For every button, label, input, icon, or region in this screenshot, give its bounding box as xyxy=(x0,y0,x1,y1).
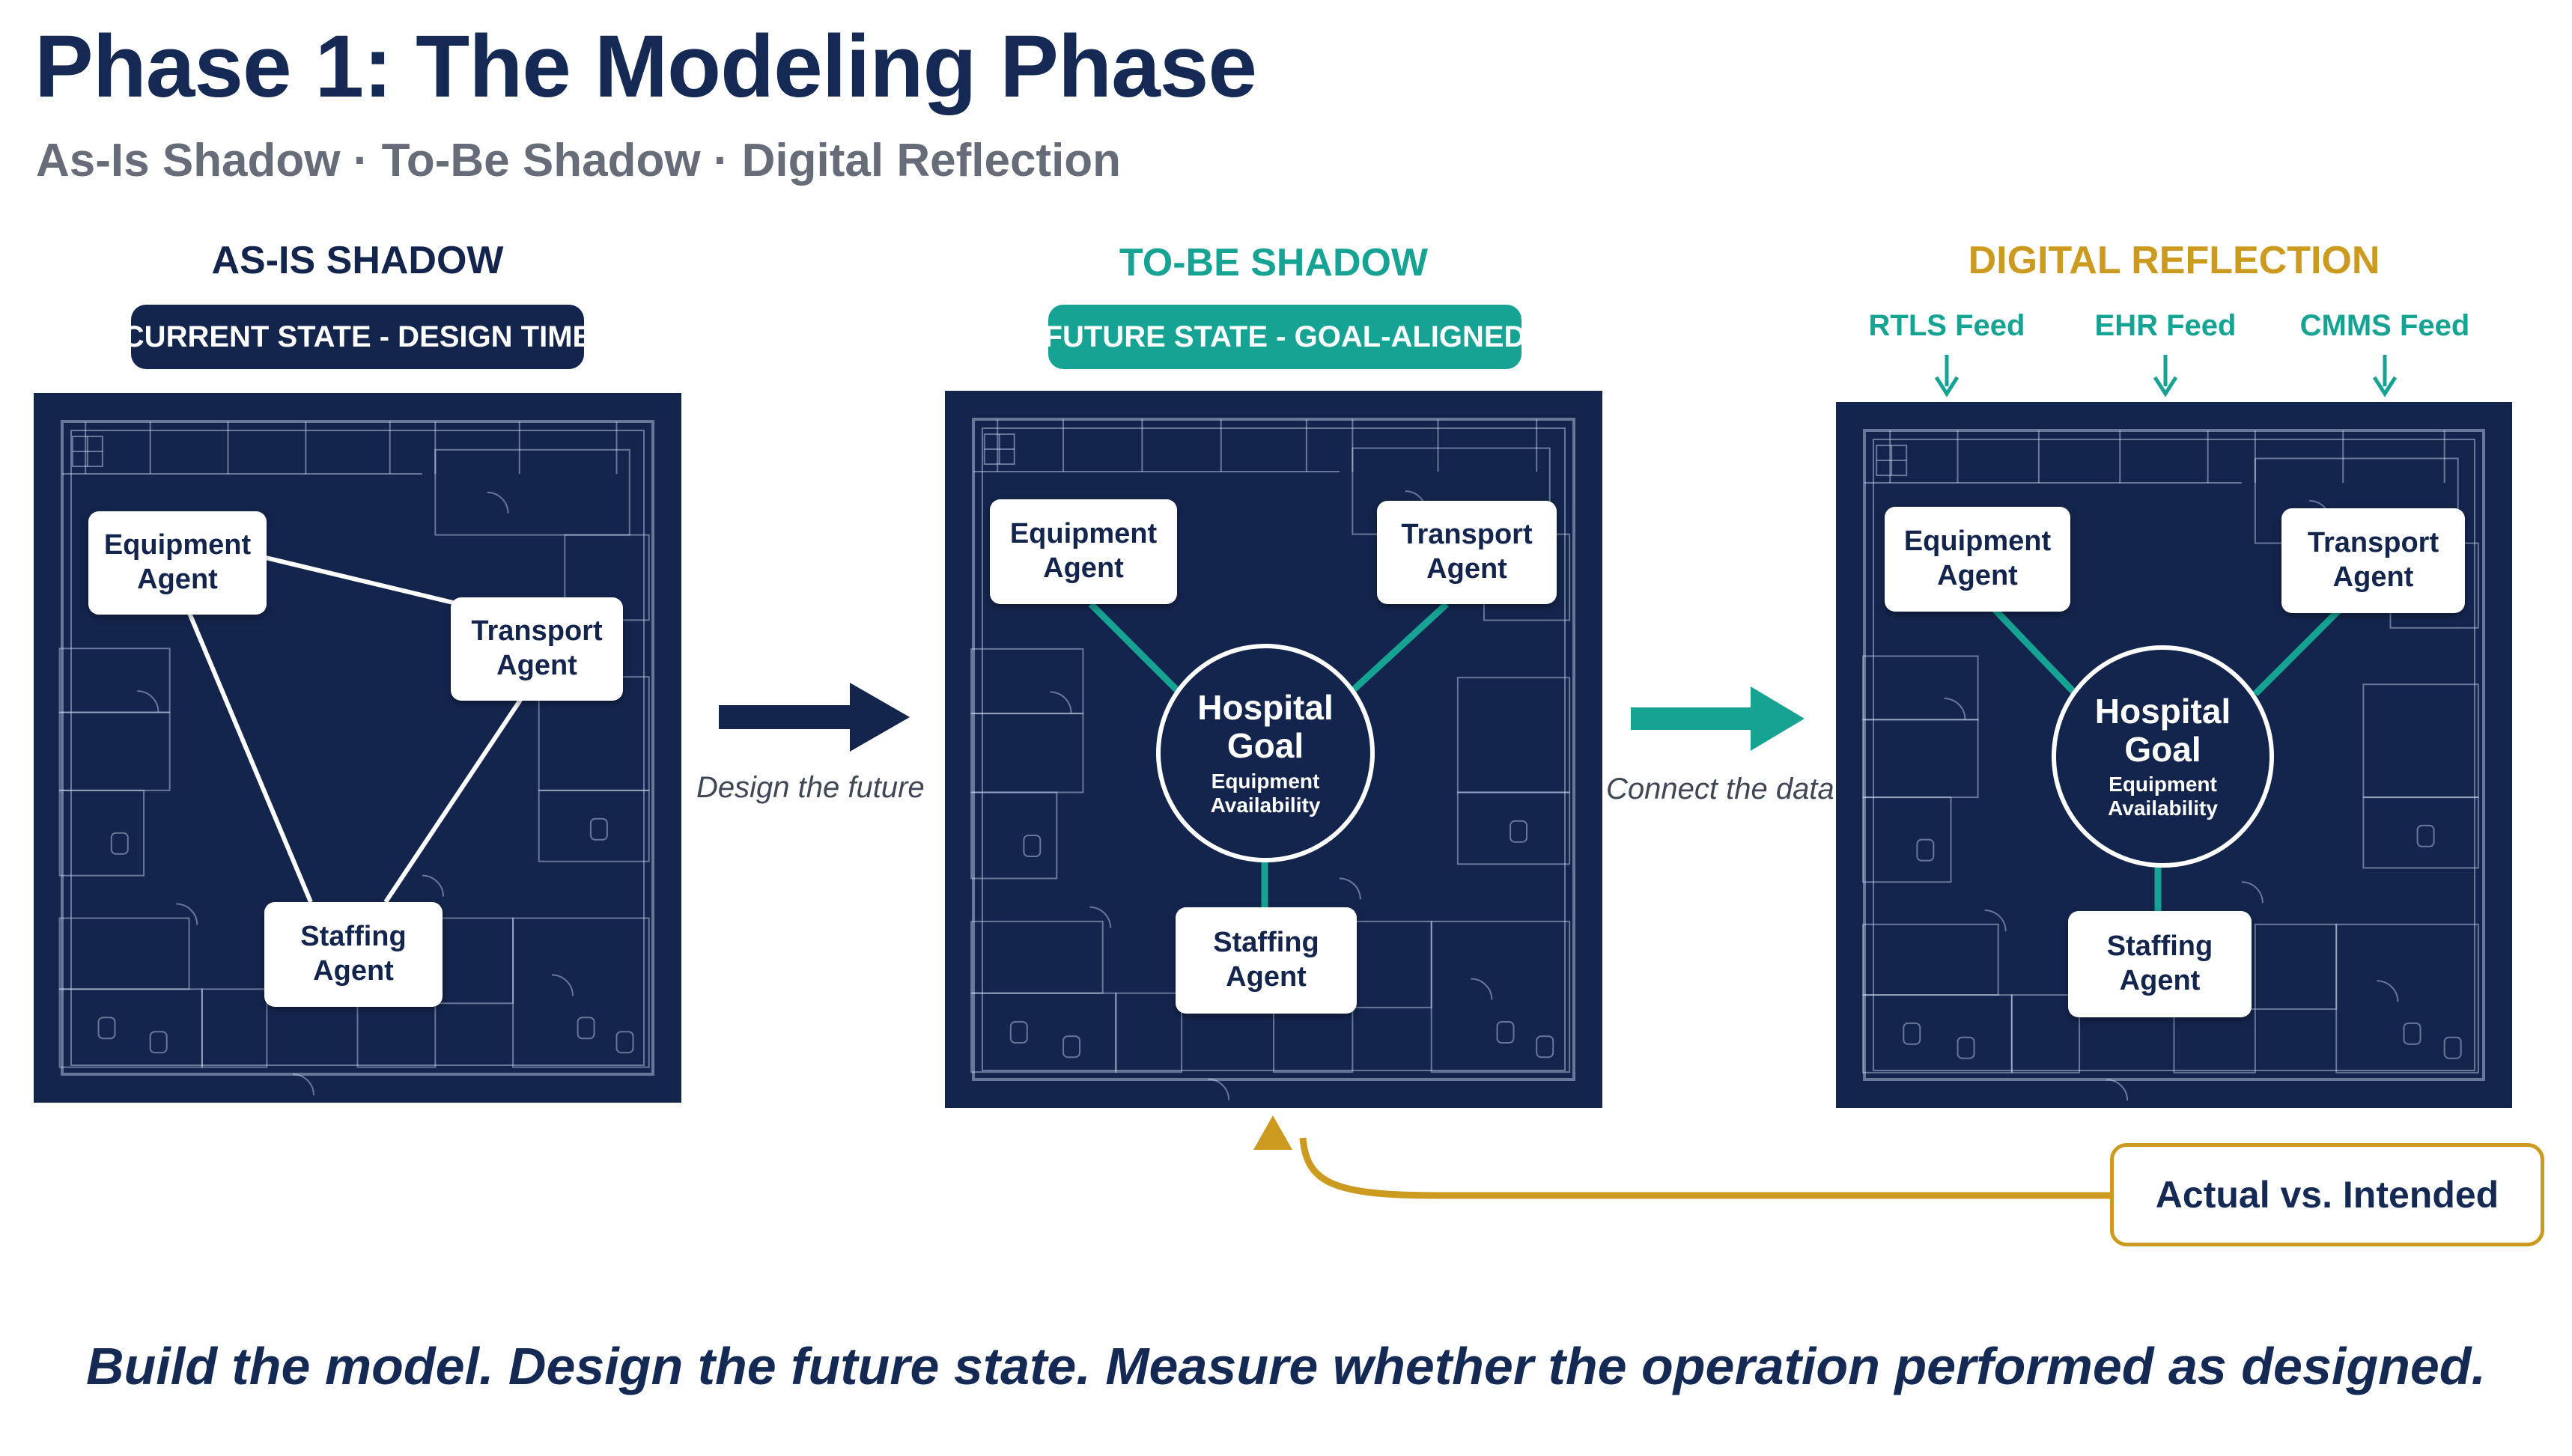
reflection-connector-lines xyxy=(1990,605,2344,911)
right-arrow-icon xyxy=(1631,686,1805,751)
ehr-feed-label: EHR Feed xyxy=(2094,309,2237,342)
goal-subtitle: Equipment Availability xyxy=(1210,769,1321,817)
floorplan-blueprint xyxy=(970,418,1575,1100)
asis-connector-lines xyxy=(181,555,523,904)
rtls-feed-label: RTLS Feed xyxy=(1868,309,2025,342)
tobe-equipment-agent: Equipment Agent xyxy=(990,499,1177,604)
cmms-feed-label: CMMS Feed xyxy=(2299,309,2470,342)
asis-transport-agent: Transport Agent xyxy=(451,597,623,701)
reflection-floorplan-panel: Equipment Agent Transport Agent Hospital… xyxy=(1836,402,2512,1108)
actual-vs-intended-box: Actual vs. Intended xyxy=(2110,1143,2544,1246)
reflection-staffing-agent: Staffing Agent xyxy=(2068,911,2252,1017)
asis-heading: AS-IS SHADOW xyxy=(211,239,504,282)
page-subtitle: As-Is Shadow · To-Be Shadow · Digital Re… xyxy=(36,135,1122,186)
reflection-transport-agent: Transport Agent xyxy=(2281,508,2465,613)
asis-staffing-agent: Staffing Agent xyxy=(264,902,443,1007)
connect-the-data-label: Connect the data xyxy=(1606,773,1834,805)
down-arrow-icon xyxy=(1934,355,1960,397)
floorplan-blueprint xyxy=(1862,429,2485,1101)
tobe-hospital-goal: Hospital Goal Equipment Availability xyxy=(1156,644,1375,862)
reflection-equipment-agent: Equipment Agent xyxy=(1885,507,2070,612)
up-arrow-icon xyxy=(1253,1115,1292,1150)
down-arrow-icon xyxy=(2372,355,2398,397)
right-arrow-icon xyxy=(719,683,910,752)
bottom-tagline: Build the model. Design the future state… xyxy=(86,1337,2486,1395)
page-title: Phase 1: The Modeling Phase xyxy=(34,17,1257,116)
tobe-connector-lines xyxy=(1088,601,1450,907)
asis-floorplan-panel: Equipment Agent Transport Agent Staffing… xyxy=(34,393,681,1103)
goal-title: Hospital Goal xyxy=(1197,688,1334,765)
tobe-floorplan-panel: Equipment Agent Transport Agent Hospital… xyxy=(945,391,1602,1108)
goal-subtitle: Equipment Availability xyxy=(2108,773,2218,820)
reflection-heading: DIGITAL REFLECTION xyxy=(1968,239,2380,282)
tobe-state-pill: FUTURE STATE - GOAL-ALIGNED xyxy=(1045,305,1525,369)
design-the-future-label: Design the future xyxy=(696,771,925,804)
tobe-heading: TO-BE SHADOW xyxy=(1119,241,1429,284)
goal-title: Hospital Goal xyxy=(2094,691,2231,769)
asis-equipment-agent: Equipment Agent xyxy=(88,511,267,615)
asis-state-pill: CURRENT STATE - DESIGN TIME xyxy=(123,305,592,369)
reflection-hospital-goal: Hospital Goal Equipment Availability xyxy=(2052,645,2274,868)
tobe-staffing-agent: Staffing Agent xyxy=(1176,907,1357,1014)
tobe-transport-agent: Transport Agent xyxy=(1377,501,1557,604)
down-arrow-icon xyxy=(2153,355,2178,397)
feedback-loop-arrow xyxy=(1299,1137,2112,1199)
